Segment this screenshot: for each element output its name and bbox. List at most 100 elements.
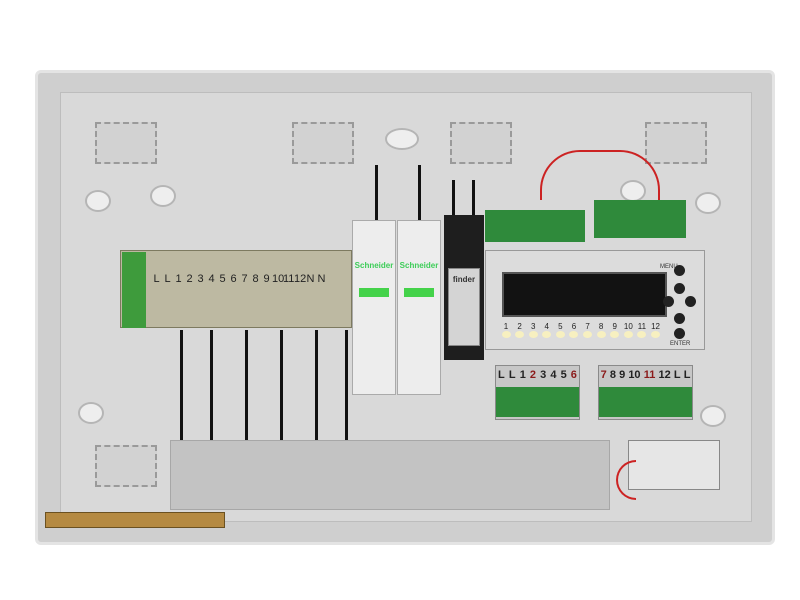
io-terminal-label: 9 — [619, 369, 626, 381]
terminal-label: 1 — [175, 273, 182, 285]
terminal-label: 7 — [241, 273, 248, 285]
wire — [315, 330, 318, 440]
terminal-connector — [485, 210, 585, 242]
io-terminal-label: L — [683, 369, 691, 381]
io-terminal-label: 8 — [609, 369, 616, 381]
led-indicator — [637, 331, 647, 338]
wire — [375, 165, 378, 220]
red-wire — [540, 150, 660, 200]
led-indicator — [623, 331, 633, 338]
io-terminal-label: 2 — [529, 369, 537, 381]
mounting-hole — [385, 128, 419, 150]
terminal-connector — [496, 387, 579, 417]
led-label: 2 — [517, 322, 522, 331]
wire — [280, 330, 283, 440]
knockout-slot — [645, 122, 707, 164]
led-indicator — [555, 331, 565, 338]
wire — [345, 330, 348, 440]
terminal-label: 12 — [294, 273, 307, 285]
knockout-slot — [95, 122, 157, 164]
enter-button[interactable] — [674, 328, 685, 339]
led-indicator — [596, 331, 606, 338]
io-terminal-label: 11 — [643, 369, 656, 381]
io-terminal-label: 4 — [550, 369, 557, 381]
mounting-hole — [150, 185, 176, 207]
right-button[interactable] — [685, 296, 696, 307]
breaker-on-indicator — [404, 288, 434, 297]
mounting-boss — [700, 405, 726, 427]
led-indicator — [542, 331, 552, 338]
terminal-label: 8 — [252, 273, 259, 285]
io-terminal-label: L — [508, 369, 516, 381]
up-button[interactable] — [674, 283, 685, 294]
wire — [418, 165, 421, 220]
terminal-label: 4 — [208, 273, 215, 285]
led-indicator — [651, 331, 661, 338]
knockout-slot — [95, 445, 157, 487]
terminal-label: 5 — [219, 273, 226, 285]
led-label: 12 — [651, 322, 660, 331]
earth-terminal — [122, 252, 146, 328]
io-terminal-label: 10 — [628, 369, 641, 381]
earth-busbar — [45, 512, 225, 528]
mounting-boss — [85, 190, 111, 212]
io-terminal-label: 3 — [540, 369, 547, 381]
left-button[interactable] — [663, 296, 674, 307]
breaker-brand: Schneider — [354, 261, 394, 270]
io-terminal-label: 5 — [560, 369, 567, 381]
terminal-connector — [599, 387, 692, 417]
led-indicator — [610, 331, 620, 338]
transformer — [628, 440, 720, 490]
lcd-display — [502, 272, 667, 317]
led-label: 7 — [585, 322, 590, 331]
terminal-label: 2 — [186, 273, 193, 285]
led-label: 11 — [637, 322, 647, 331]
led-indicator — [501, 331, 511, 338]
led-label: 6 — [571, 322, 577, 331]
terminal-connector — [594, 200, 686, 238]
cable-duct — [170, 440, 610, 510]
led-indicator — [583, 331, 593, 338]
terminal-label: L — [153, 273, 160, 285]
io-terminal-label: 1 — [519, 369, 526, 381]
io-terminal-label: 7 — [600, 369, 607, 381]
led-indicator — [515, 331, 525, 338]
wire — [245, 330, 248, 440]
circuit-breaker[interactable]: Schneider — [397, 220, 441, 395]
led-label: 8 — [598, 322, 604, 331]
led-indicator — [528, 331, 538, 338]
io-terminal-label: 6 — [570, 369, 577, 381]
led-label: 10 — [623, 322, 633, 331]
io-terminal-label: L — [498, 369, 505, 381]
breaker-brand: Schneider — [399, 261, 439, 270]
mounting-boss — [695, 192, 721, 214]
wire — [210, 330, 213, 440]
led-label: 9 — [612, 322, 617, 331]
menu-label: MENU — [660, 264, 678, 270]
led-label: 4 — [544, 322, 549, 331]
terminal-label: 3 — [197, 273, 204, 285]
led-row: 1 2 3 4 5 6 7 8 9 10 11 12 — [500, 322, 662, 338]
wire — [180, 330, 183, 440]
relay-brand: finder — [452, 275, 476, 284]
terminal-label: 10 — [272, 273, 285, 285]
down-button[interactable] — [674, 313, 685, 324]
menu-button[interactable] — [674, 265, 685, 276]
relay: finder — [448, 268, 480, 346]
led-indicator — [569, 331, 579, 338]
knockout-slot — [450, 122, 512, 164]
breaker-on-indicator — [359, 288, 389, 297]
terminal-label: L — [164, 273, 171, 285]
led-label: 3 — [530, 322, 536, 331]
terminal-label: 6 — [230, 273, 237, 285]
led-label: 1 — [503, 322, 509, 331]
led-label: 5 — [558, 322, 563, 331]
knockout-slot — [292, 122, 354, 164]
terminal-label: N — [306, 273, 315, 285]
circuit-breaker[interactable]: Schneider — [352, 220, 396, 395]
terminal-label: 9 — [263, 273, 270, 285]
mounting-boss — [78, 402, 104, 424]
